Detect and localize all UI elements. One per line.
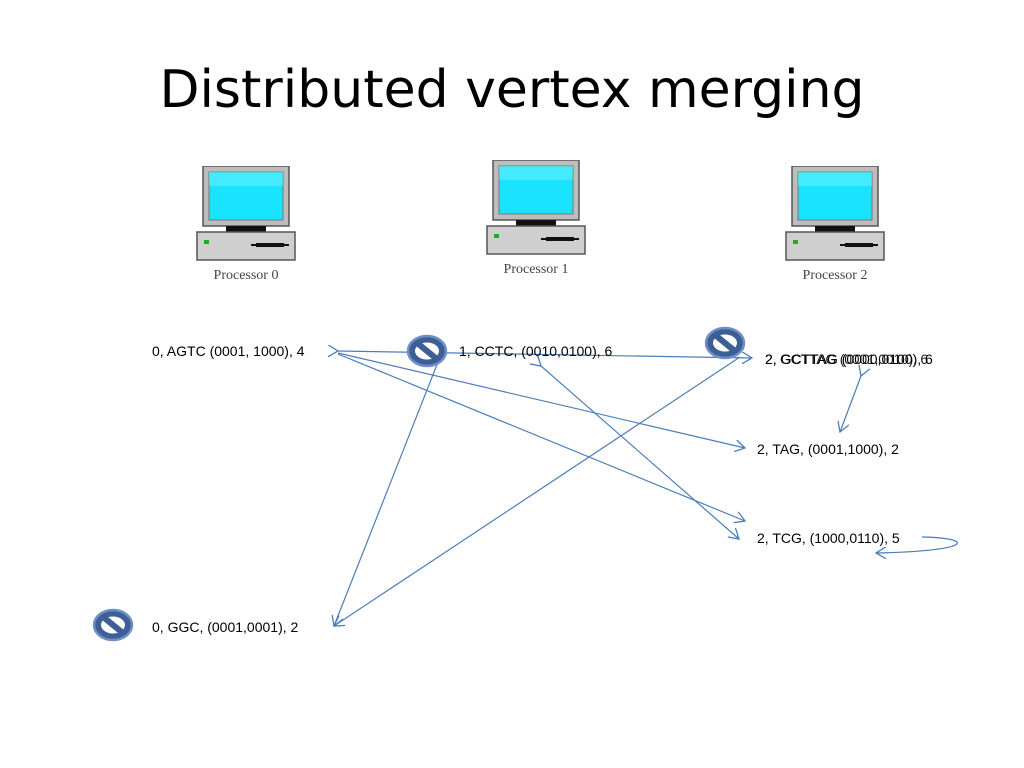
computer-icon [486, 159, 586, 255]
edge-agtc-tag [337, 352, 745, 448]
edge-gcttag-tag [840, 376, 861, 432]
computer-icon [785, 165, 885, 261]
vertex-ggc: 0, GGC, (0001,0001), 2 [152, 619, 299, 635]
processor-1-label: Processor 1 [503, 262, 569, 277]
processor-0-label: Processor 0 [213, 268, 279, 283]
edge-agtc-tcg [337, 353, 745, 521]
slide-title: Distributed vertex merging [159, 60, 865, 120]
processor-2-computer: Processor 2 [785, 165, 885, 286]
edge-gcttag-ggc [334, 356, 741, 626]
processor-1-computer: Processor 1 [486, 159, 586, 280]
prohibited-icon [91, 607, 135, 643]
prohibited-icon [405, 333, 449, 369]
vertex-gcttag-overlay-label: 2, GCTTAG (0001,0010), 6 [765, 351, 929, 367]
vertex-tcg: 2, TCG, (1000,0110), 5 [757, 530, 900, 546]
prohibited-icon [703, 325, 747, 361]
computer-icon [196, 165, 296, 261]
processor-2-label: Processor 2 [802, 268, 868, 283]
vertex-cctc: 1, CCTC, (0010,0100), 6 [459, 343, 613, 359]
vertex-agtc: 0, AGTC (0001, 1000), 4 [152, 343, 305, 359]
vertex-gcttag-label: 2, GCTTAG (0000,0100), 6 [765, 351, 933, 367]
edge-cctc-ggc [334, 356, 441, 626]
processor-0-computer: Processor 0 [196, 165, 296, 286]
vertex-tag: 2, TAG, (0001,1000), 2 [757, 441, 899, 457]
edge-cctc-tcg [541, 366, 739, 539]
vertex-gcttag: 2, GCTTAG (0000,0100), 6 2, GCTTAG (0001… [765, 351, 955, 371]
